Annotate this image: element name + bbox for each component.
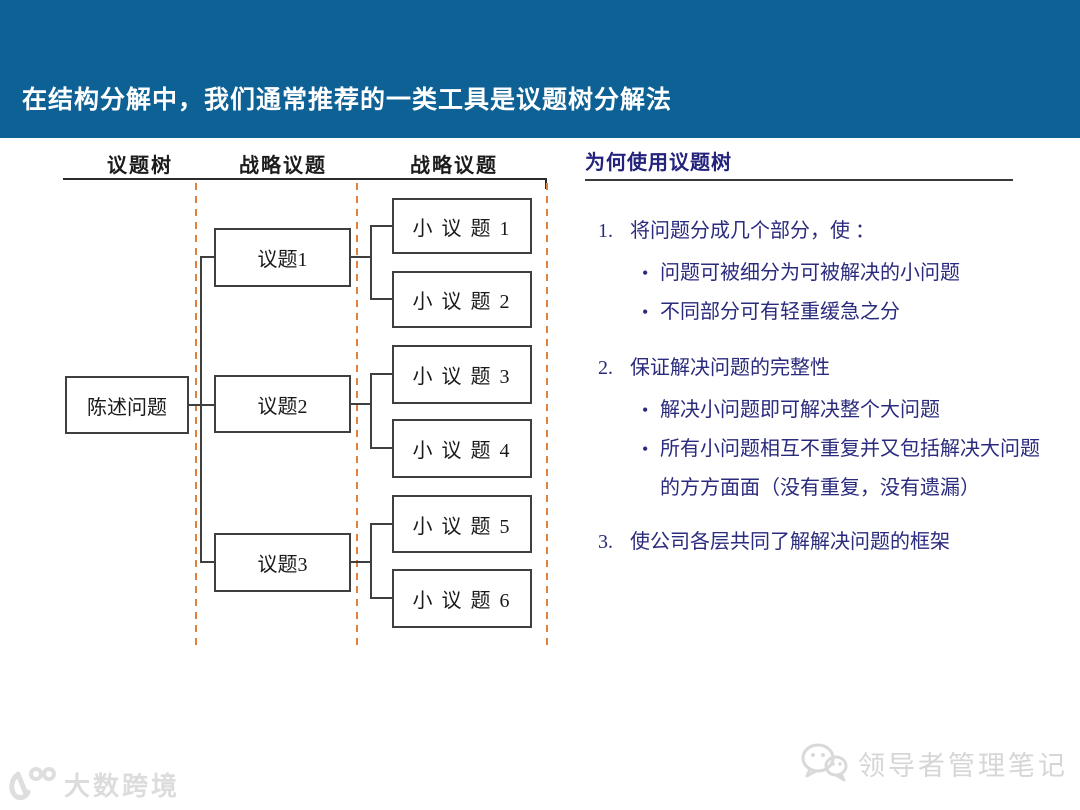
bullet-text: 解决小问题即可解决整个大问题 <box>660 399 940 421</box>
connector-line <box>370 524 372 599</box>
panel-item-heading: 2. 保证解决问题的完整性 <box>598 352 1050 384</box>
item-number: 3. <box>598 531 613 553</box>
connector-line <box>370 374 372 449</box>
connector-line <box>351 403 372 405</box>
connector-line <box>370 225 392 227</box>
sub-issue-box-5: 小 议 题 5 <box>392 495 532 553</box>
connector-line <box>370 226 372 300</box>
title-bar: 在结构分解中，我们通常推荐的一类工具是议题树分解法 <box>0 0 1080 138</box>
item-number: 2. <box>598 357 613 379</box>
item-text: 将问题分成几个部分，使 ： <box>630 220 875 242</box>
item-text: 保证解决问题的完整性 <box>630 357 830 379</box>
connector-line <box>370 447 392 449</box>
item-number: 1. <box>598 220 613 242</box>
connector-line <box>370 597 392 599</box>
panel-item-2: 2. 保证解决问题的完整性 • 解决小问题即可解决整个大问题 • 所有小问题相互… <box>598 352 1050 508</box>
connector-line <box>200 257 202 563</box>
panel-item-heading: 1. 将问题分成几个部分，使 ： <box>598 215 1050 247</box>
sub-issue-box-1: 小 议 题 1 <box>392 198 532 254</box>
panel-item-bullets: • 问题可被细分为可被解决的小问题 • 不同部分可有轻重缓急之分 <box>642 254 1057 332</box>
panel-title-underline <box>585 179 1013 181</box>
bullet-dot: • <box>642 439 649 459</box>
column-header-strategic-issues-2: 战略议题 <box>410 155 498 177</box>
bullet-dot: • <box>642 302 649 322</box>
bullet-item: • 解决小问题即可解决整个大问题 <box>642 391 1057 430</box>
bullet-text: 不同部分可有轻重缓急之分 <box>660 301 900 323</box>
connector-line <box>370 373 392 375</box>
panel-item-bullets: • 解决小问题即可解决整个大问题 • 所有小问题相互不重复并又包括解决大问题的方… <box>642 391 1057 508</box>
watermark-text: 大数跨境 <box>64 770 181 801</box>
connector-line <box>351 256 372 258</box>
diagram-header-rule <box>63 178 547 180</box>
bullet-item: • 不同部分可有轻重缓急之分 <box>642 293 1057 332</box>
bullet-item: • 问题可被细分为可被解决的小问题 <box>642 254 1057 293</box>
watermark-text: 领导者管理笔记 <box>858 750 1068 781</box>
connector-line <box>200 256 214 258</box>
panel-title: 为何使用议题树 <box>585 152 732 174</box>
column-divider-dashed-3 <box>546 183 548 650</box>
panel-item-heading: 3. 使公司各层共同了解解决问题的框架 <box>598 526 1050 558</box>
bullet-item: • 所有小问题相互不重复并又包括解决大问题的方方面面（没有重复，没有遗漏） <box>642 430 1057 508</box>
column-header-strategic-issues-1: 战略议题 <box>239 155 327 177</box>
issue-box-2: 议题2 <box>214 375 351 433</box>
connector-line <box>370 523 392 525</box>
column-divider-dashed-1 <box>195 183 197 650</box>
bullet-text: 问题可被细分为可被解决的小问题 <box>660 262 960 284</box>
bullet-text: 所有小问题相互不重复并又包括解决大问题的方方面面（没有重复，没有遗漏） <box>660 438 1040 499</box>
dashu-logo-icon <box>9 767 56 801</box>
sub-issue-box-4: 小 议 题 4 <box>392 419 532 478</box>
panel-item-3: 3. 使公司各层共同了解解决问题的框架 <box>598 526 1050 558</box>
sub-issue-box-6: 小 议 题 6 <box>392 569 532 628</box>
problem-statement-box: 陈述问题 <box>65 376 189 434</box>
panel-item-1: 1. 将问题分成几个部分，使 ： • 问题可被细分为可被解决的小问题 • 不同部… <box>598 215 1050 332</box>
bullet-dot: • <box>642 400 649 420</box>
connector-line <box>351 561 372 563</box>
issue-box-1: 议题1 <box>214 228 351 287</box>
connector-line <box>370 298 392 300</box>
page-title: 在结构分解中，我们通常推荐的一类工具是议题树分解法 <box>22 86 673 114</box>
column-header-issue-tree: 议题树 <box>107 155 173 177</box>
watermark-bottom-left: 大数跨境 <box>6 764 180 804</box>
sub-issue-box-3: 小 议 题 3 <box>392 345 532 404</box>
item-text: 使公司各层共同了解解决问题的框架 <box>630 531 950 553</box>
sub-issue-box-2: 小 议 题 2 <box>392 271 532 328</box>
issue-box-3: 议题3 <box>214 533 351 592</box>
column-divider-dashed-2 <box>356 183 358 650</box>
watermark-bottom-right: 领导者管理笔记 <box>800 742 1068 784</box>
wechat-icon <box>801 743 848 782</box>
bullet-dot: • <box>642 263 649 283</box>
connector-line <box>200 561 214 563</box>
